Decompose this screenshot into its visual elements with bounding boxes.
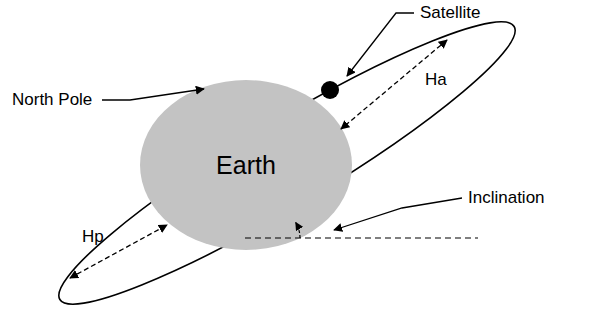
inclination-label: Inclination: [468, 188, 545, 208]
planet-node: Earth: [140, 80, 352, 250]
leader-line: [102, 89, 204, 100]
satellite-label: Satellite: [420, 3, 480, 23]
altitude-arrow: [70, 225, 167, 278]
apogee-label: Ha: [425, 70, 447, 90]
leader-line: [347, 13, 414, 76]
orbit-ellipse: [38, 0, 536, 327]
perigee-label: Hp: [82, 227, 104, 247]
earth-ellipse: [140, 80, 352, 250]
node-title: Earth: [216, 150, 276, 180]
satellite-dot: [321, 81, 339, 99]
leader-line: [334, 198, 462, 230]
pole-label: North Pole: [12, 90, 92, 110]
reference-line: [245, 237, 478, 238]
altitude-arrow: [341, 40, 447, 129]
angle-arc: [296, 223, 300, 239]
